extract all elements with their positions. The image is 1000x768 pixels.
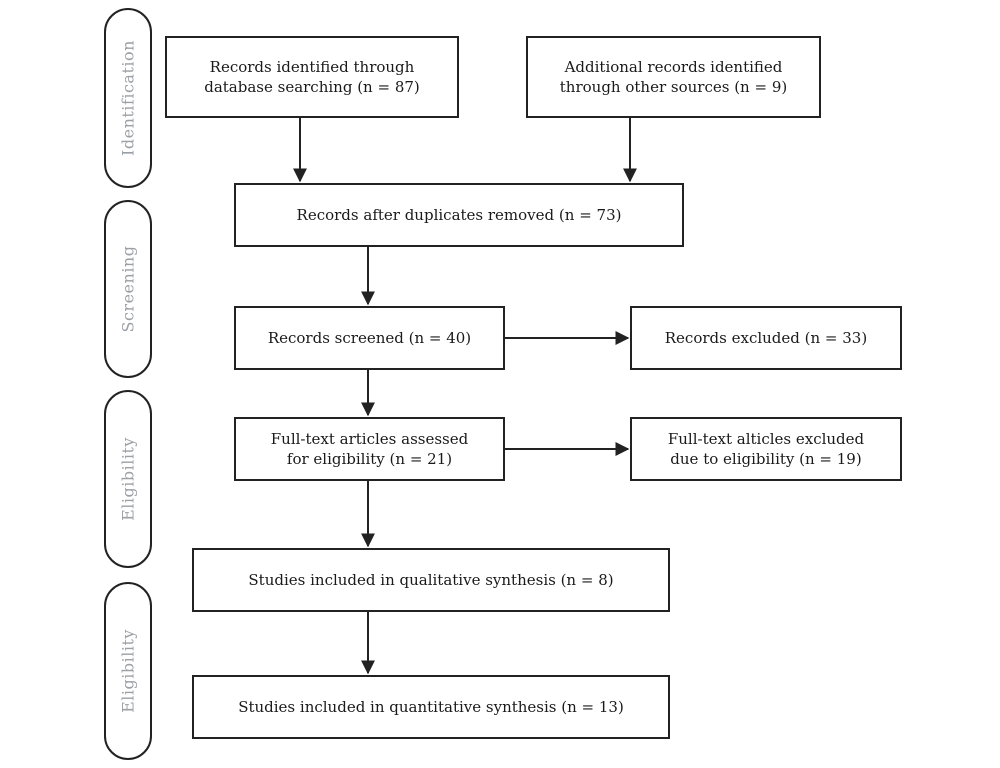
box-line: Records excluded (n = 33) [664,329,868,347]
box-line: due to eligibility (n = 19) [670,450,862,468]
box-records-screened: Records screened (n = 40) [234,306,505,370]
box-line: database searching (n = 87) [204,78,420,96]
box-line: Studies included in qualitative synthesi… [248,571,614,589]
box-quantitative-synthesis: Studies included in quantitative synthes… [192,675,670,739]
box-line: for eligibility (n = 21) [286,450,453,468]
box-line: Records after duplicates removed (n = 73… [296,206,622,224]
box-qualitative-synthesis: Studies included in qualitative synthesi… [192,548,670,612]
box-line: Studies included in quantitative synthes… [238,698,624,716]
stage-included: Eligibility [104,582,152,760]
stage-identification: Identification [104,8,152,188]
box-fulltext-excluded: Full-text alticles excluded due to eligi… [630,417,902,481]
box-duplicates-removed: Records after duplicates removed (n = 73… [234,183,684,247]
box-line: Records identified through [209,58,415,76]
box-line: Full-text articles assessed [270,430,469,448]
stage-eligibility: Eligibility [104,390,152,568]
box-fulltext-assessed: Full-text articles assessed for eligibil… [234,417,505,481]
box-line: Additional records identified [564,58,783,76]
stage-screening: Screening [104,200,152,378]
box-database-searching: Records identified through database sear… [165,36,459,118]
box-line: Records screened (n = 40) [267,329,472,347]
box-line: Full-text alticles excluded [667,430,865,448]
box-line: through other sources (n = 9) [559,78,788,96]
box-records-excluded: Records excluded (n = 33) [630,306,902,370]
box-other-sources: Additional records identified through ot… [526,36,821,118]
